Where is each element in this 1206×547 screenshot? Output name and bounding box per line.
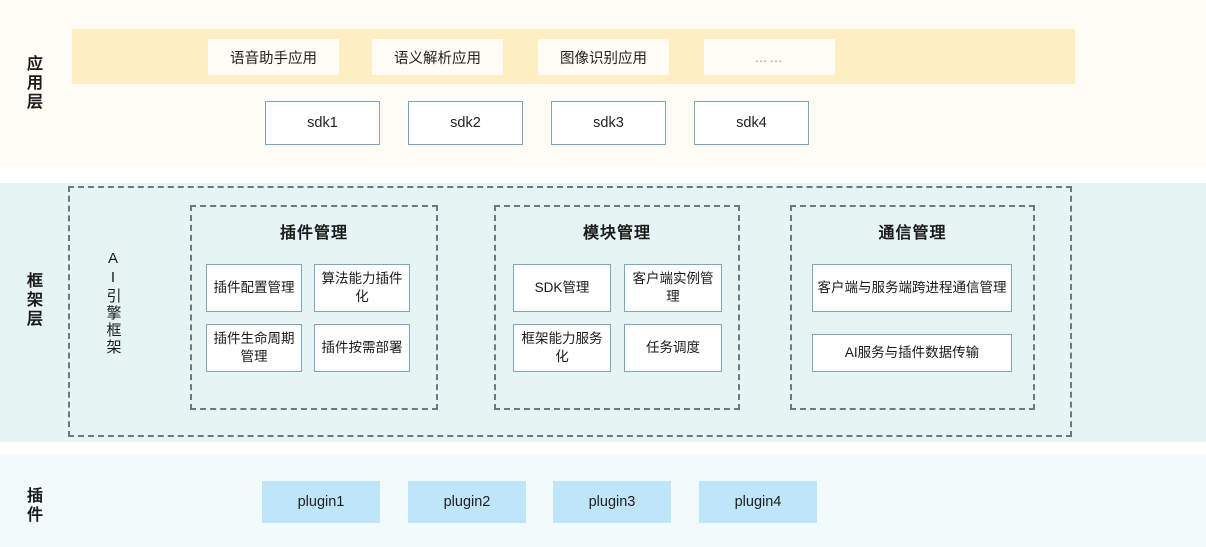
group-title-plugin-management: 插件管理 (279, 225, 348, 242)
sdk-box-3[interactable]: sdk3 (551, 101, 666, 145)
sdk-box-1[interactable]: sdk1 (265, 101, 380, 145)
cell-plugin-lifecycle-management[interactable]: 插件生命周期管理 (206, 324, 302, 372)
cell-ai-service-plugin-data-transfer[interactable]: AI服务与插件数据传输 (812, 334, 1012, 372)
framework-layer-band (0, 183, 1206, 442)
cell-task-scheduling[interactable]: 任务调度 (624, 324, 722, 372)
cell-sdk-management[interactable]: SDK管理 (513, 264, 611, 312)
plugin-box-2[interactable]: plugin2 (408, 481, 526, 523)
ai-engine-framework-label: AI引擎框架 (104, 250, 122, 356)
cell-framework-capability-servitization[interactable]: 框架能力服务化 (513, 324, 611, 372)
group-plugin-management: 插件管理 (190, 205, 438, 410)
cell-client-instance-management[interactable]: 客户端实例管理 (624, 264, 722, 312)
plugin-box-1[interactable]: plugin1 (262, 481, 380, 523)
cell-algorithm-capability-pluginization[interactable]: 算法能力插件化 (314, 264, 410, 312)
group-title-module-management: 模块管理 (582, 225, 651, 242)
app-box-semantic-parsing[interactable]: 语义解析应用 (372, 39, 503, 75)
layer-label-framework: 框架层 (24, 271, 41, 329)
group-module-management: 模块管理 (494, 205, 740, 410)
sdk-box-2[interactable]: sdk2 (408, 101, 523, 145)
cell-client-server-ipc-management[interactable]: 客户端与服务端跨进程通信管理 (812, 264, 1012, 312)
ai-engine-framework-outer-box (68, 186, 1072, 437)
group-title-communication-management: 通信管理 (878, 225, 947, 242)
cell-plugin-on-demand-deployment[interactable]: 插件按需部署 (314, 324, 410, 372)
layer-label-plugin: 插件 (24, 487, 41, 525)
app-box-voice-assistant[interactable]: 语音助手应用 (208, 39, 339, 75)
plugin-box-3[interactable]: plugin3 (553, 481, 671, 523)
app-box-image-recognition[interactable]: 图像识别应用 (538, 39, 669, 75)
cell-plugin-config-management[interactable]: 插件配置管理 (206, 264, 302, 312)
plugin-box-4[interactable]: plugin4 (699, 481, 817, 523)
sdk-box-4[interactable]: sdk4 (694, 101, 809, 145)
layer-label-application: 应用层 (24, 54, 41, 112)
app-box-more-ellipsis[interactable]: …… (704, 39, 835, 75)
group-communication-management: 通信管理 (790, 205, 1035, 410)
